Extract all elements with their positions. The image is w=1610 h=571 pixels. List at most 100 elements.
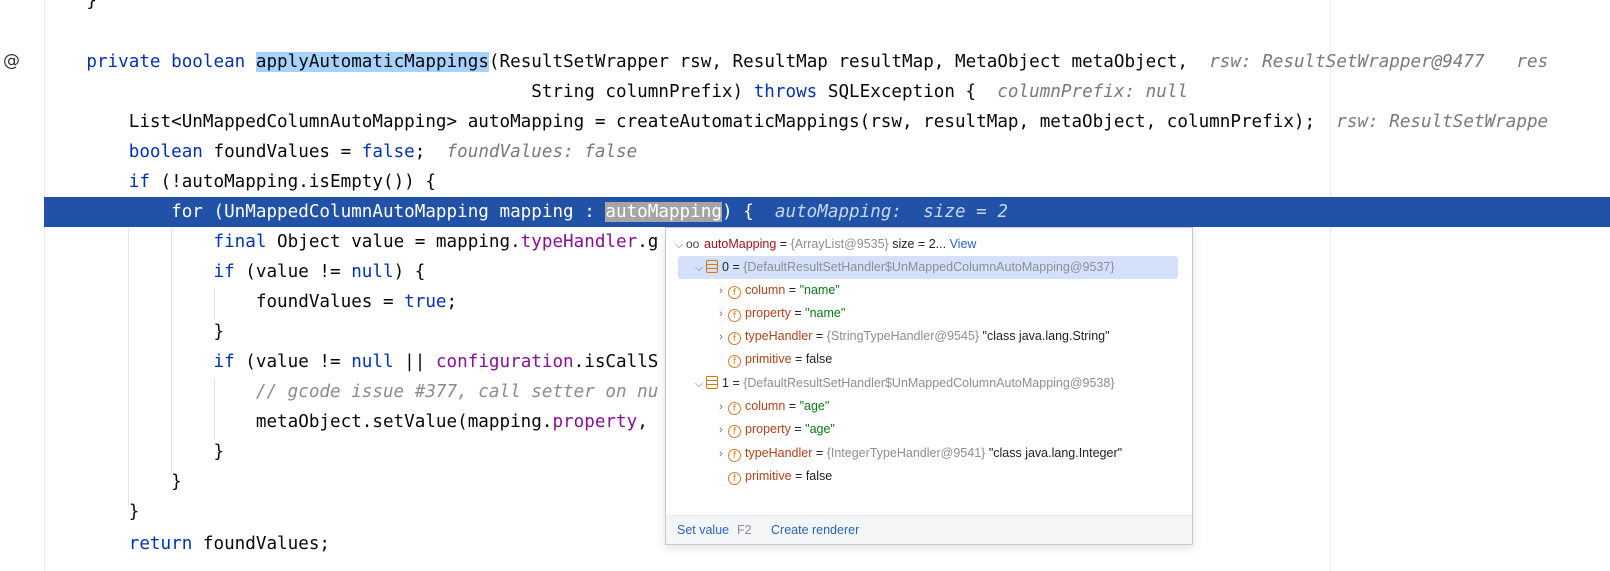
field-value: "name"	[799, 283, 840, 297]
code-text: ) {	[721, 202, 754, 222]
field-icon: f	[728, 309, 741, 322]
field-value: "name"	[805, 306, 846, 320]
code-comment: // gcode issue #377, call setter on nu	[255, 382, 659, 402]
code-line[interactable]: if (value != null || configuration.isCal…	[44, 347, 658, 377]
field-name: typeHandler	[745, 329, 813, 343]
chevron-right-icon[interactable]: ›	[719, 448, 723, 460]
field-name: column	[745, 399, 786, 413]
code-text: .g	[637, 232, 659, 252]
equals-sign: =	[795, 352, 803, 366]
override-annotation-icon[interactable]: @	[3, 51, 20, 71]
item-type: {DefaultResultSetHandler$UnMappedColumnA…	[743, 376, 1115, 390]
code-text: (value !=	[245, 262, 341, 282]
method-name-selected[interactable]: applyAutomaticMappings	[255, 52, 489, 72]
code-line[interactable]: }	[44, 317, 224, 347]
code-line[interactable]: }	[44, 437, 224, 467]
code-line[interactable]: return foundValues;	[44, 529, 330, 559]
code-line[interactable]: }	[44, 467, 182, 497]
code-line[interactable]: }	[44, 497, 140, 527]
code-text: Object value = mapping.	[277, 232, 521, 252]
code-line-method-signature[interactable]: private boolean applyAutomaticMappings(R…	[44, 47, 1548, 77]
code-line[interactable]: boolean foundValues = false; foundValues…	[44, 137, 637, 167]
set-value-button[interactable]: Set value	[677, 523, 730, 537]
create-renderer-button[interactable]: Create renderer	[771, 523, 860, 537]
var-type: {ArrayList@9535}	[790, 237, 889, 251]
code-line[interactable]: // gcode issue #377, call setter on nu	[44, 377, 659, 407]
code-text: .isCallS	[573, 352, 659, 372]
code-text: }	[171, 472, 182, 492]
view-link[interactable]: View	[949, 237, 977, 251]
equals-sign: =	[779, 237, 788, 251]
execution-point-line[interactable]: for (UnMappedColumnAutoMapping mapping :…	[44, 197, 1610, 227]
field-name: typeHandler	[745, 446, 813, 460]
equals-sign: =	[815, 446, 824, 460]
field-ref: typeHandler	[520, 232, 638, 252]
field-name: primitive	[745, 352, 792, 366]
field-icon: f	[728, 449, 741, 462]
inline-debug-hint: res	[1516, 52, 1549, 72]
code-line[interactable]: foundValues = true;	[44, 287, 457, 317]
code-line[interactable]: metaObject.setValue(mapping.property,	[44, 407, 648, 437]
code-line[interactable]: if (!autoMapping.isEmpty()) {	[44, 167, 436, 197]
code-line[interactable]: String columnPrefix) throws SQLException…	[44, 77, 1188, 107]
hovered-variable[interactable]: autoMapping	[605, 202, 722, 222]
chevron-right-icon[interactable]: ›	[719, 424, 723, 436]
field-name: column	[745, 283, 786, 297]
code-line[interactable]: if (value != null) {	[44, 257, 425, 287]
chevron-right-icon[interactable]: ›	[719, 285, 723, 297]
code-line[interactable]: List<UnMappedColumnAutoMapping> autoMapp…	[44, 107, 1548, 137]
chevron-right-icon[interactable]: ›	[719, 401, 723, 413]
item-index: 1	[722, 376, 729, 390]
gutter-divider	[44, 0, 45, 571]
inline-debug-hint: columnPrefix: null	[997, 82, 1189, 102]
code-text: ) {	[393, 262, 426, 282]
field-icon: f	[728, 286, 741, 299]
code-text: }	[213, 442, 225, 462]
code-line[interactable]: }	[44, 0, 97, 16]
field-ref: property	[552, 412, 638, 432]
chevron-down-icon[interactable]: ⌵	[674, 239, 684, 251]
indent-guide	[171, 228, 172, 474]
code-text: }	[86, 0, 97, 11]
code-text: }	[213, 322, 225, 342]
tree-node-item[interactable]: ⌵0 = {DefaultResultSetHandler$UnMappedCo…	[678, 256, 1178, 279]
editor-gutter[interactable]	[0, 0, 44, 571]
list-element-icon	[706, 376, 718, 389]
set-value-shortcut: F2	[737, 523, 752, 537]
keyword: null	[351, 352, 394, 372]
keyword: true	[404, 292, 447, 312]
keyword: if	[213, 262, 235, 282]
right-margin-guide	[1330, 0, 1331, 571]
equals-sign: =	[732, 376, 740, 390]
code-line[interactable]: final Object value = mapping.typeHandler…	[44, 227, 658, 257]
code-text: ;	[446, 292, 458, 312]
keyword: final	[213, 232, 267, 252]
inline-debug-hint: rsw: ResultSetWrappe	[1336, 112, 1549, 132]
code-text: ||	[404, 352, 426, 372]
chevron-down-icon[interactable]: ⌵	[694, 378, 704, 390]
keyword: boolean	[171, 52, 246, 72]
indent-guide	[128, 228, 129, 506]
field-value: "age"	[805, 422, 835, 436]
keyword: return	[128, 534, 193, 554]
var-name: autoMapping	[704, 237, 777, 251]
chevron-right-icon[interactable]: ›	[719, 331, 723, 343]
field-value: false	[805, 352, 833, 366]
tree-node-item[interactable]: ⌵ 1 = {DefaultResultSetHandler$UnMappedCo…	[678, 372, 1115, 395]
keyword: if	[213, 352, 235, 372]
var-size: size = 2	[892, 237, 936, 251]
field-icon: f	[728, 332, 741, 345]
keyword: if	[128, 172, 150, 192]
chevron-down-icon[interactable]: ⌵	[694, 262, 704, 274]
chevron-right-icon[interactable]: ›	[719, 308, 723, 320]
